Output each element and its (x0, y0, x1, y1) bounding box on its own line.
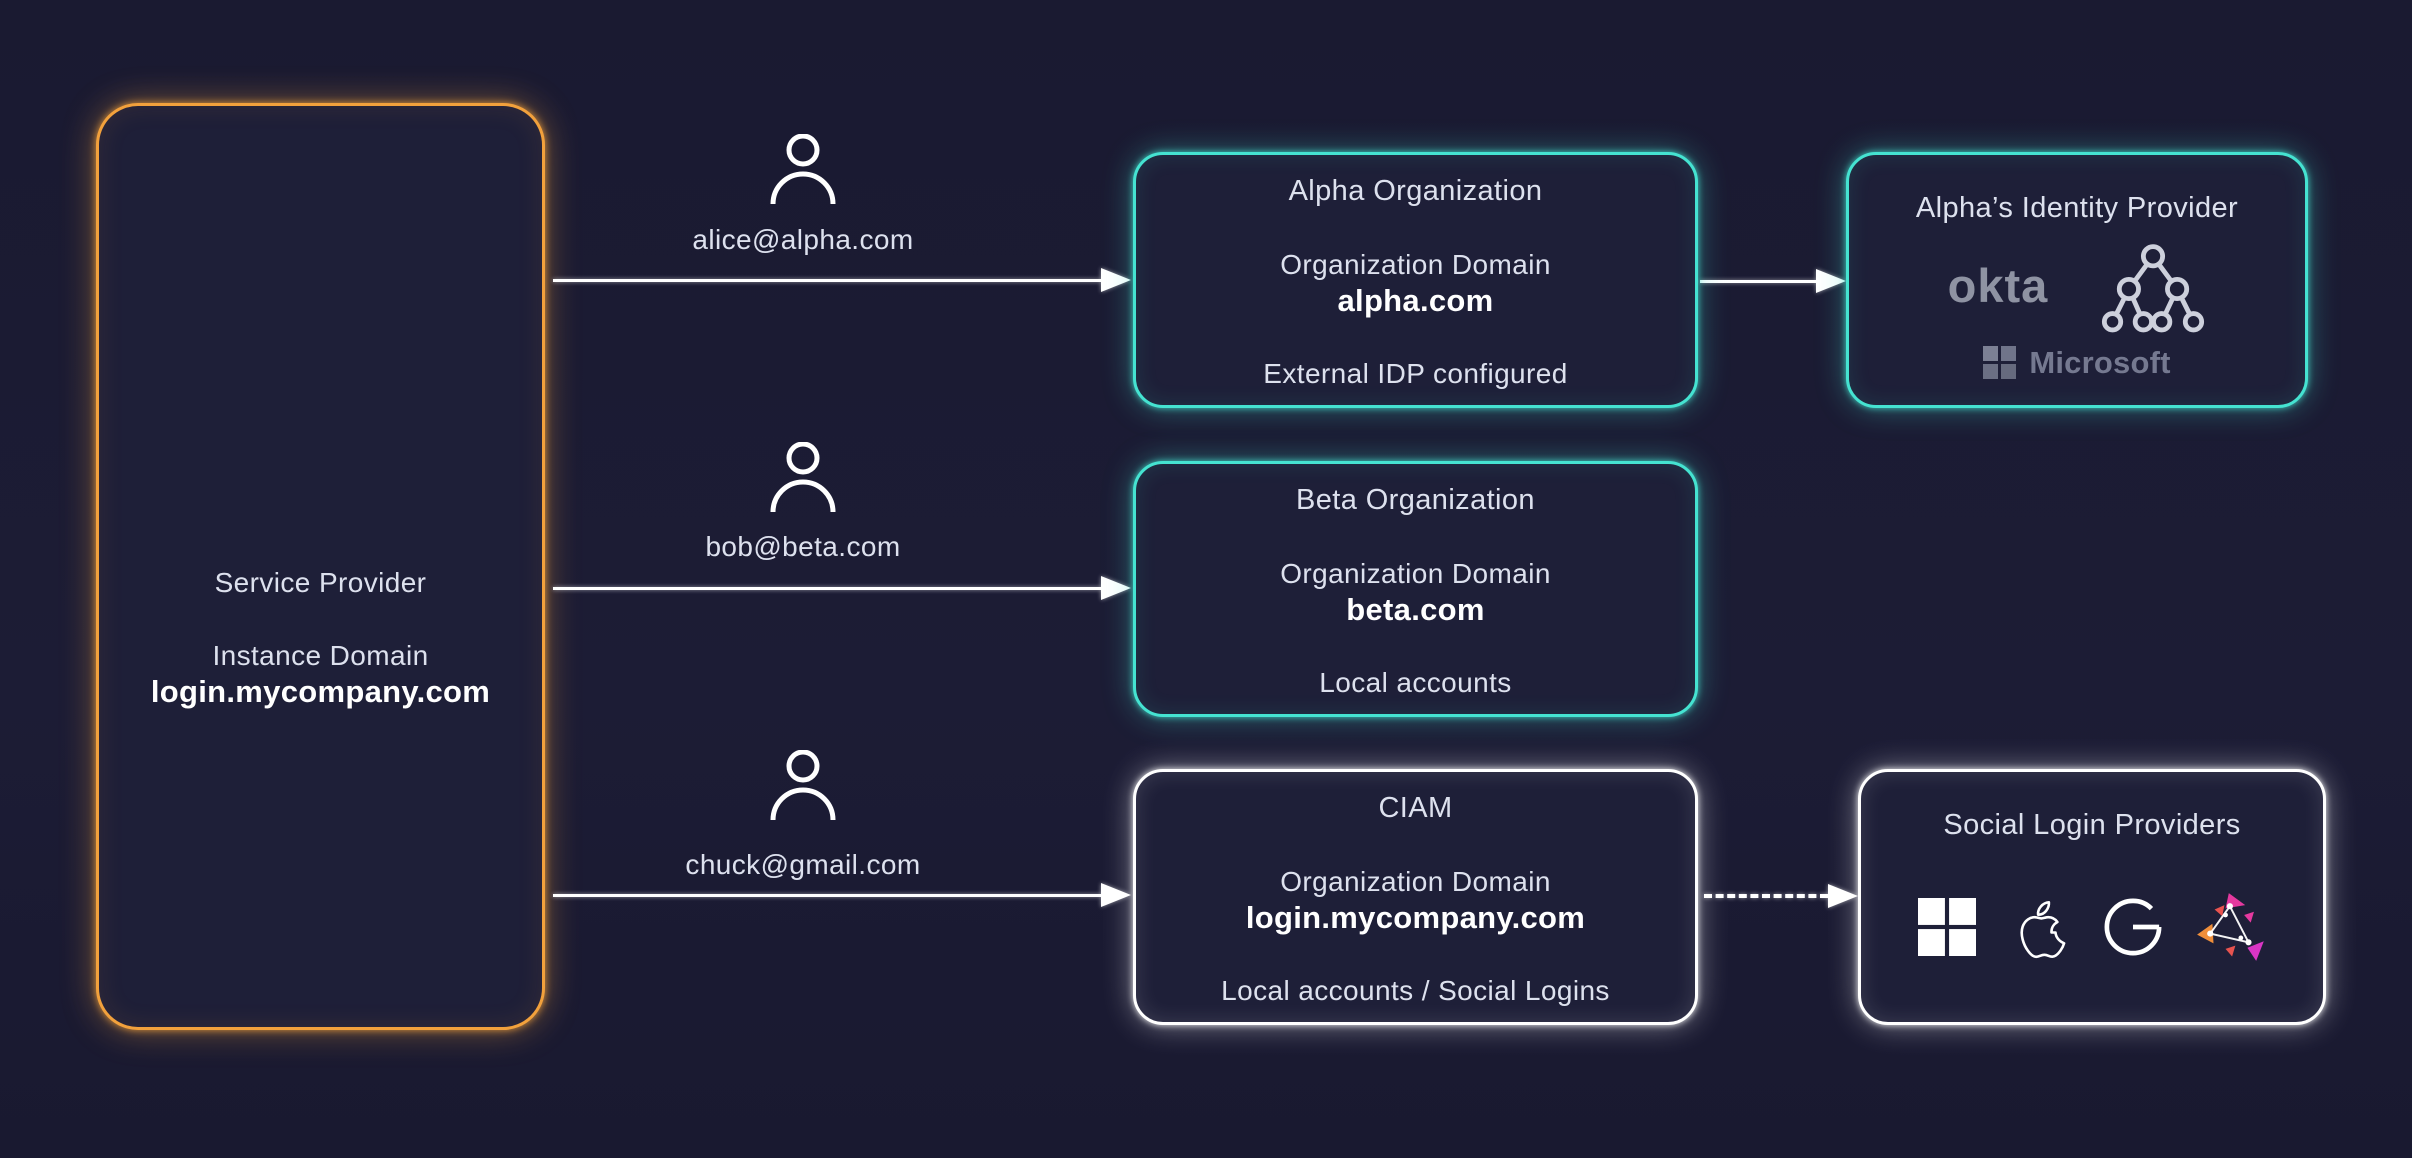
alpha-identity-provider-box: Alpha’s Identity Provider okta Microsoft (1846, 152, 2308, 408)
social-providers-title: Social Login Providers (1943, 809, 2241, 841)
arrow-chuck-to-ciam (553, 882, 1131, 908)
user-email: chuck@gmail.com (685, 849, 921, 880)
microsoft-squares-icon (1918, 898, 1976, 956)
arrow-ciam-to-social-dashed (1704, 883, 1858, 909)
user-icon (770, 134, 836, 205)
alpha-organization-box: Alpha Organization Organization Domain a… (1133, 152, 1698, 408)
beta-organization-box: Beta Organization Organization Domain be… (1133, 461, 1698, 717)
org-title: CIAM (1378, 792, 1453, 824)
ciam-box: CIAM Organization Domain login.mycompany… (1133, 769, 1698, 1025)
service-provider-title: Service Provider (214, 567, 427, 598)
org-title: Beta Organization (1296, 484, 1535, 516)
arrow-alice-to-alpha-org (553, 267, 1131, 293)
social-login-providers-box: Social Login Providers (1858, 769, 2326, 1025)
org-domain-label: Organization Domain (1280, 866, 1551, 897)
microsoft-logo-label: Microsoft (2029, 345, 2171, 380)
org-note: External IDP configured (1263, 358, 1568, 389)
service-provider-box: Service Provider Instance Domain login.m… (96, 103, 545, 1030)
org-domain-label: Organization Domain (1280, 249, 1551, 280)
google-icon (2104, 898, 2162, 956)
user-icon (770, 442, 836, 513)
social-graph-icon (2197, 893, 2264, 961)
org-note: Local accounts (1319, 667, 1512, 698)
user-email: alice@alpha.com (692, 224, 914, 255)
okta-logo: okta (1947, 258, 2049, 312)
org-domain: alpha.com (1337, 283, 1494, 318)
arrow-alpha-org-to-idp (1700, 268, 1846, 294)
service-provider-domain: login.mycompany.com (150, 674, 491, 709)
user-email: bob@beta.com (705, 531, 901, 562)
org-domain-label: Organization Domain (1280, 558, 1551, 589)
org-domain: beta.com (1346, 592, 1485, 627)
org-domain: login.mycompany.com (1245, 900, 1586, 935)
org-note: Local accounts / Social Logins (1221, 975, 1610, 1006)
apple-icon (2020, 901, 2066, 959)
user-icon (770, 750, 836, 821)
org-title: Alpha Organization (1288, 175, 1543, 207)
arrow-bob-to-beta-org (553, 575, 1131, 601)
service-provider-domain-label: Instance Domain (212, 640, 429, 671)
directory-tree-icon (2102, 244, 2205, 333)
idp-title: Alpha’s Identity Provider (1915, 192, 2239, 224)
microsoft-squares-icon (1983, 346, 2017, 379)
